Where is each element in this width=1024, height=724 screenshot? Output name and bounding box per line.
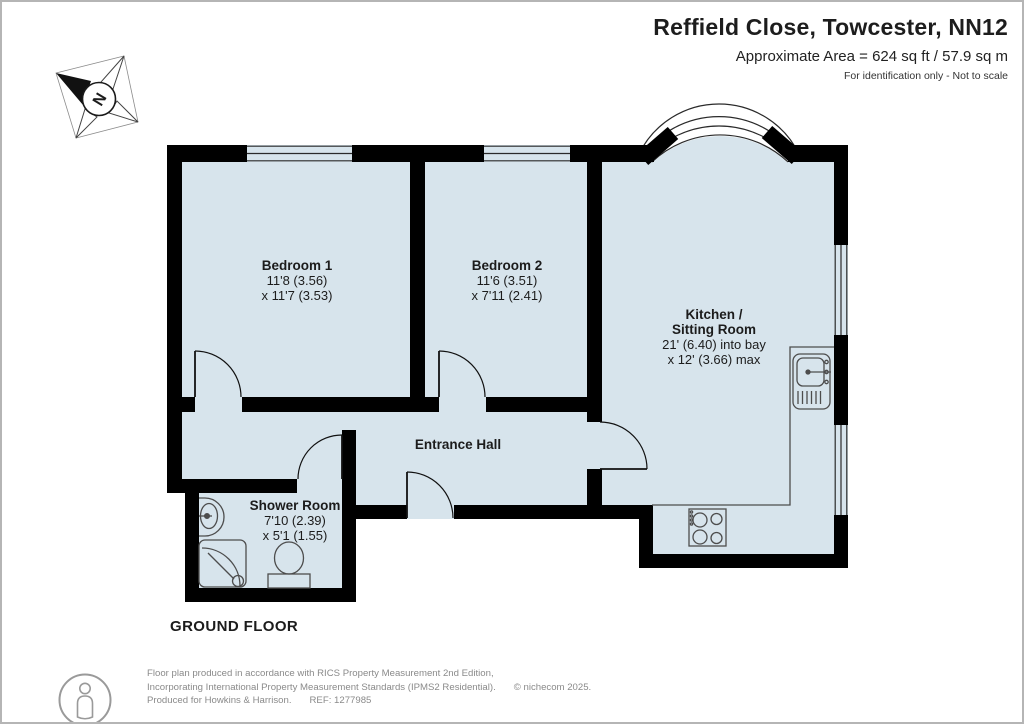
kitchen-hob	[688, 508, 727, 547]
wall-top-3	[570, 145, 654, 162]
bedroom2-dim2: x 7'11 (2.41)	[472, 288, 543, 303]
label-shower: Shower Room 7'10 (2.39) x 5'1 (1.55)	[250, 498, 341, 543]
bedroom1-door	[194, 350, 242, 398]
wall-bed1-bottom	[242, 397, 425, 412]
hall-floor-upper	[182, 412, 587, 479]
room-floors	[182, 162, 834, 588]
bedroom1-door-gap	[195, 397, 242, 412]
kitchen-window-lower	[834, 425, 848, 515]
kitchen-dim1: 21' (6.40) into bay	[662, 337, 766, 352]
wall-left-outer	[167, 145, 182, 492]
shower-dim1: 7'10 (2.39)	[264, 513, 326, 528]
wall-top-2	[352, 145, 484, 162]
room-labels: Bedroom 1 11'8 (3.56) x 11'7 (3.53) Bedr…	[250, 258, 767, 543]
floor-label: GROUND FLOOR	[170, 618, 298, 635]
approximate-area: Approximate Area = 624 sq ft / 57.9 sq m	[735, 48, 1008, 65]
shower-door	[297, 434, 343, 480]
shower-door-gap	[297, 479, 342, 493]
wall-kitchen-right-2	[834, 335, 848, 425]
wall-shower-top-left	[167, 479, 297, 493]
bathroom-fixtures	[198, 497, 311, 589]
wall-bed2-bottom-right	[486, 397, 587, 412]
footer-line1: Floor plan produced in accordance with R…	[147, 668, 494, 679]
kitchen-door	[599, 421, 648, 470]
bay-glass-line-outer	[638, 103, 800, 155]
kitchen-floor-lower	[652, 505, 834, 554]
wall-bed2-bottom-left	[425, 397, 439, 412]
footer-ref: REF: 1277985	[309, 695, 372, 707]
bedroom2-dim1: 11'6 (3.51)	[477, 273, 538, 288]
bay-glass-line-inner	[651, 134, 789, 163]
doors	[194, 350, 648, 519]
kitchen-door-gap	[587, 422, 602, 469]
bathroom-basin	[199, 497, 225, 537]
wall-shower-left	[185, 492, 199, 602]
walls	[167, 145, 848, 602]
kitchen-dim2: x 12' (3.66) max	[668, 352, 761, 367]
kitchen-window-upper	[834, 245, 848, 335]
front-door	[406, 471, 454, 519]
header: Reffield Close, Towcester, NN12 Approxim…	[653, 14, 1008, 82]
toilet	[267, 541, 311, 589]
wall-kitchen-step	[639, 505, 653, 568]
wall-hall-bottom-left	[356, 505, 407, 519]
bay-window	[637, 103, 803, 166]
identification-note: For identification only - Not to scale	[844, 70, 1008, 82]
wall-hall-bottom-right	[454, 505, 652, 519]
compass-dial	[81, 81, 117, 117]
front-door-gap	[407, 505, 454, 519]
bedroom1-name: Bedroom 1	[262, 258, 333, 273]
wall-bed1-bed2	[410, 162, 425, 412]
wall-shower-right-spur	[342, 430, 356, 602]
bedroom1-dim2: x 11'7 (3.53)	[262, 288, 333, 303]
bedroom2-window	[484, 145, 570, 162]
kitchen-name2: Sitting Room	[672, 322, 756, 337]
footer-line3-row: Produced for Howkins & Harrison. REF: 127…	[147, 694, 591, 708]
kitchen-fixtures	[652, 346, 834, 547]
bedroom2-door	[438, 350, 486, 398]
wall-bed1-bottom-stub	[182, 397, 195, 412]
shower-tray	[198, 539, 247, 588]
shower-name: Shower Room	[250, 498, 341, 513]
wall-kitchen-right-1	[834, 145, 848, 245]
shower-dim2: x 5'1 (1.55)	[263, 528, 328, 543]
label-bedroom1: Bedroom 1 11'8 (3.56) x 11'7 (3.53)	[262, 258, 333, 303]
wall-shower-bottom	[185, 588, 356, 602]
bedroom2-door-gap	[439, 397, 486, 412]
bay-floor	[652, 135, 788, 163]
wall-top-1	[167, 145, 247, 162]
footer: Floor plan produced in accordance with R…	[147, 667, 591, 708]
wall-kitchen-right-3	[834, 515, 848, 568]
wall-kitchen-bottom	[639, 554, 848, 568]
kitchen-floor-main	[602, 162, 834, 505]
bedroom2-floor	[425, 162, 587, 397]
bedroom1-window	[247, 145, 352, 162]
label-bedroom2: Bedroom 2 11'6 (3.51) x 7'11 (2.41)	[472, 258, 543, 303]
wall-top-kitchen-right	[788, 145, 848, 162]
sink-drainer	[797, 391, 822, 404]
label-kitchen: Kitchen / Sitting Room 21' (6.40) into b…	[662, 307, 766, 367]
wall-bed2-kitchen-upper	[587, 145, 602, 422]
footer-line2-row: Incorporating International Property Mea…	[147, 681, 591, 695]
page-title: Reffield Close, Towcester, NN12	[653, 14, 1008, 40]
footer-copyright: © nichecom 2025.	[513, 681, 592, 693]
hall-floor-lower	[356, 479, 587, 505]
kitchen-name1: Kitchen /	[685, 307, 742, 322]
bedroom2-name: Bedroom 2	[472, 258, 543, 273]
kitchen-sink	[792, 353, 831, 410]
compass-rose: N	[55, 55, 139, 139]
bedroom1-dim1: 11'8 (3.56)	[267, 273, 328, 288]
footer-person-icon	[58, 673, 112, 722]
label-hall: Entrance Hall	[415, 437, 501, 452]
footer-line2: Incorporating International Property Mea…	[147, 681, 496, 693]
kitchen-counter-line	[652, 346, 834, 506]
footer-line3: Produced for Howkins & Harrison.	[147, 695, 292, 707]
hall-name: Entrance Hall	[415, 437, 501, 452]
windows	[247, 145, 848, 515]
